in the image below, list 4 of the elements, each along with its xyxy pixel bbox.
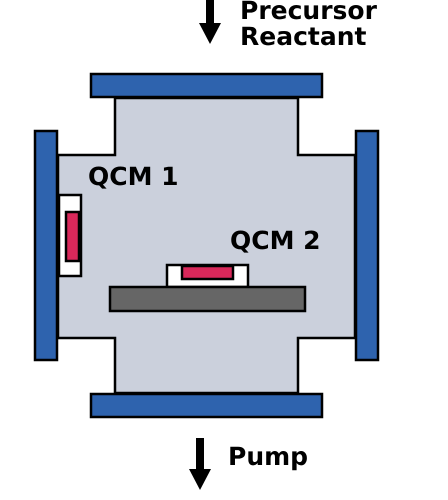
text-label: Precursor Reactant xyxy=(240,0,378,50)
text-label: Pump xyxy=(228,444,308,470)
text-label: QCM 1 xyxy=(88,164,179,190)
text-label: QCM 2 xyxy=(230,228,321,254)
